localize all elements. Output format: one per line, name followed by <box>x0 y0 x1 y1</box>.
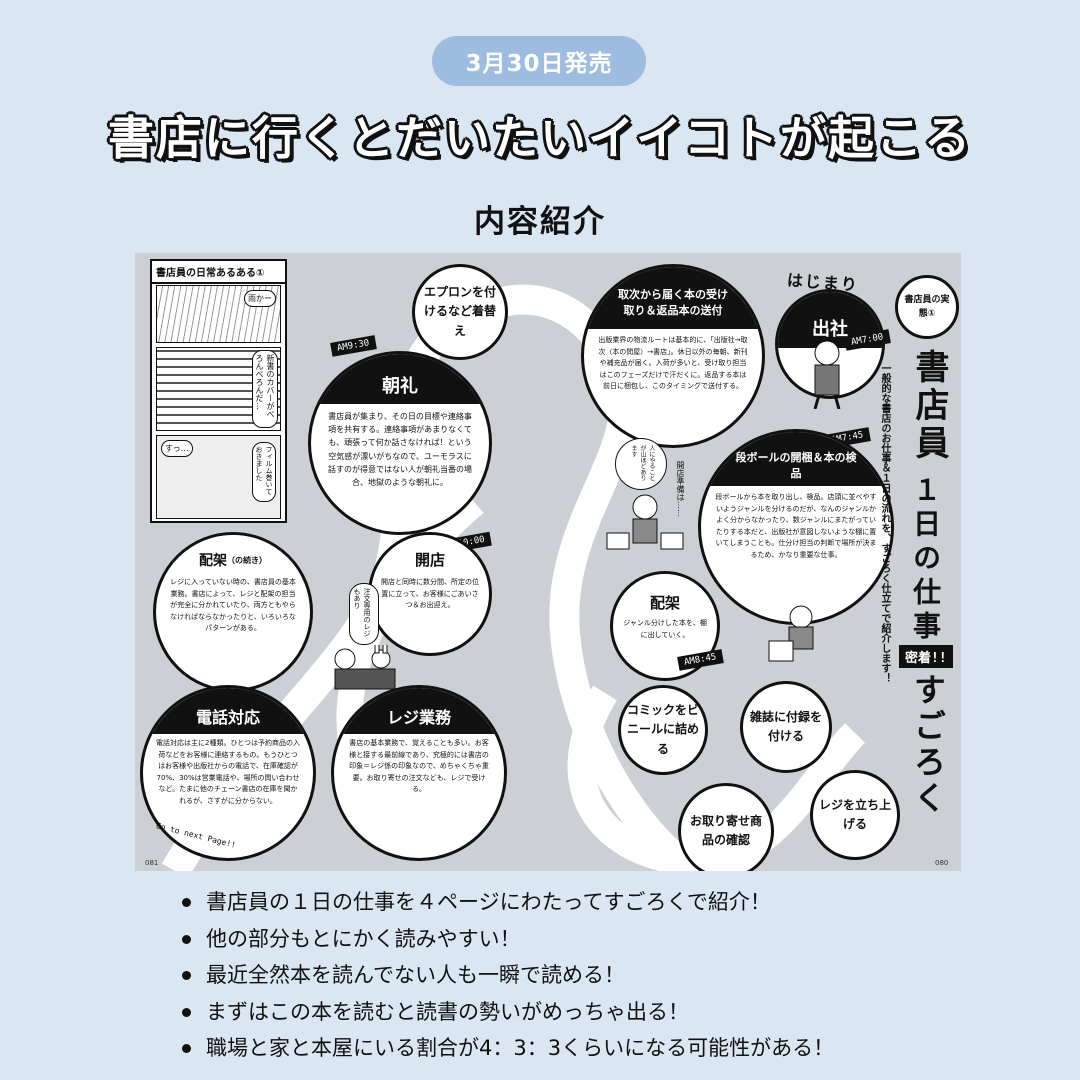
step-danboru: 段ボールの開梱＆本の検品 段ボールから本を取り出し、検品。店頭に並べやすいようジ… <box>698 429 894 625</box>
step-otoriyose: お取り寄せ商品の確認 <box>678 783 774 871</box>
step-denwa: 電話対応 電話対応は主に2種類。ひとつは予約商品の入荷などをお客様に連絡するもの… <box>140 685 316 861</box>
step-chorei-text: 書店員が集まり、その日の目標や連絡事項を共有する。連絡事項があまりなくても、頑張… <box>328 412 472 487</box>
step-regi-startup: レジを立ち上げる <box>810 770 900 860</box>
feature-bullet: 書店員の１日の仕事を４ページにわたってすごろくで紹介！ <box>182 884 1062 921</box>
bubble-busy: 人にやることが山ほどあります <box>615 438 667 490</box>
feature-bullet: 職場と家と本屋にいる割合が4：3：3くらいになる可能性がある！ <box>182 1030 1062 1067</box>
illustration-sheep-arrive <box>799 339 855 410</box>
comic-panel-rain: 雨かー <box>156 285 281 343</box>
feature-bullet-list: 書店員の１日の仕事を４ページにわたってすごろくで紹介！ 他の部分もとにかく読みや… <box>182 884 1062 1067</box>
label-jittai: 書店員の実態① <box>895 275 959 339</box>
step-apron: エプロンを付けるなど着替え <box>412 264 508 360</box>
step-reji-text: 書店の基本業務で、覚えることも多い。お客様と接する最前線であり、究極的には書店の… <box>349 739 489 794</box>
comic-panel-books: 新書のカバーがべろんべろんだ… <box>156 347 281 431</box>
title-ichinichi: １日の仕事 <box>909 475 942 645</box>
comic-bubble-film: フィルム巻いておきました <box>252 442 276 502</box>
release-date-badge: 3月30日発売 <box>432 36 646 86</box>
step-zasshi-furoku: 雑誌に付録を付ける <box>740 681 832 773</box>
step-toritsugi-text: 出版業界の物流ルートは基本的に、「出版社→取次（本の問屋）→書店」。休日以外の毎… <box>598 336 748 391</box>
comic-bubble-cover: 新書のカバーがべろんべろんだ… <box>252 350 278 428</box>
comic-bubble-su: すっ… <box>161 440 193 457</box>
step-reji: レジ業務 書店の基本業務で、覚えることも多い。お客様と接する最前線であり、究極的… <box>331 685 507 861</box>
step-haika-continued: 配架 （の続き） レジに入っていない時の、書店員の基本業務。書店によって、レジと… <box>153 532 313 692</box>
comic-bubble-rain: 雨かー <box>244 290 276 307</box>
step-denwa-text: 電話対応は主に2種類。ひとつは予約商品の入荷などをお客様に連絡するもの。もうひと… <box>156 739 300 805</box>
illustration-sheep-shelving <box>765 605 835 665</box>
lead-text: 一般的な書店のお仕事＆１日の流れを、すごろく仕立てで紹介します！ <box>879 363 890 683</box>
step-haika-continued-note: （の続き） <box>227 555 267 565</box>
subhead: 内容紹介 <box>474 204 606 240</box>
step-chorei: 朝礼 書店員が集まり、その日の目標や連絡事項を共有する。連絡事項があまりなくても… <box>308 351 492 535</box>
step-kaiten-text: 開店と同時に数分間、所定の位置に立って、お客様にごあいさつ＆お出迎え。 <box>381 578 479 610</box>
illustration-staff-register <box>325 642 405 693</box>
title-sugoroku: すごろく <box>909 673 947 817</box>
tag-micchaku: 密着!! <box>899 645 953 668</box>
illustration-sheep-boxes <box>605 493 685 553</box>
page-number-left: 081 <box>145 859 159 867</box>
page-number-right: 080 <box>935 859 949 867</box>
book-spread-image: 書店員の日常あるある① 雨かー 新書のカバーがべろんべろんだ… すっ… フィルム… <box>135 253 961 871</box>
step-haika-continued-title-main: 配架 <box>199 553 227 569</box>
comic-panel-film: すっ… フィルム巻いておきました <box>156 435 281 519</box>
step-danboru-text: 段ボールから本を取り出し、検品。店頭に並べやすいようジャンルを分けるのだが、なん… <box>715 493 877 559</box>
step-haika-continued-text: レジに入っていない時の、書店員の基本業務。書店によって、レジと配架の担当が完全に… <box>170 578 296 633</box>
step-haika-text: ジャンル分けした本を、棚に出していく。 <box>623 619 707 639</box>
feature-bullet: 他の部分もとにかく読みやすい！ <box>182 921 1062 958</box>
step-kaiten: 開店 開店と同時に数分間、所定の位置に立って、お客様にごあいさつ＆お出迎え。 <box>368 532 492 656</box>
comic-title: 書店員の日常あるある① <box>152 261 285 284</box>
comic-strip: 書店員の日常あるある① 雨かー 新書のカバーがべろんべろんだ… すっ… フィルム… <box>150 259 287 523</box>
title-shotenin: 書店員 <box>909 349 949 463</box>
bubble-register: 注文専用のレジもあり <box>349 583 379 645</box>
feature-bullet: まずはこの本を読むと読書の勢いがめっちゃ出る！ <box>182 994 1062 1031</box>
step-toritsugi: 取次から届く本の受け取り＆返品本の送付 出版業界の物流ルートは基本的に、「出版社… <box>581 264 765 448</box>
bubble-prep: 開店準備は…… <box>676 461 685 517</box>
feature-bullet: 最近全然本を読んでない人も一瞬で読める！ <box>182 957 1062 994</box>
step-haika: 配架 ジャンル分けした本を、棚に出していく。 <box>610 571 720 681</box>
step-comic-vinyl: コミックをビニールに詰める <box>618 685 708 775</box>
headline: 書店に行くとだいたいイイコトが起こる <box>108 111 972 165</box>
